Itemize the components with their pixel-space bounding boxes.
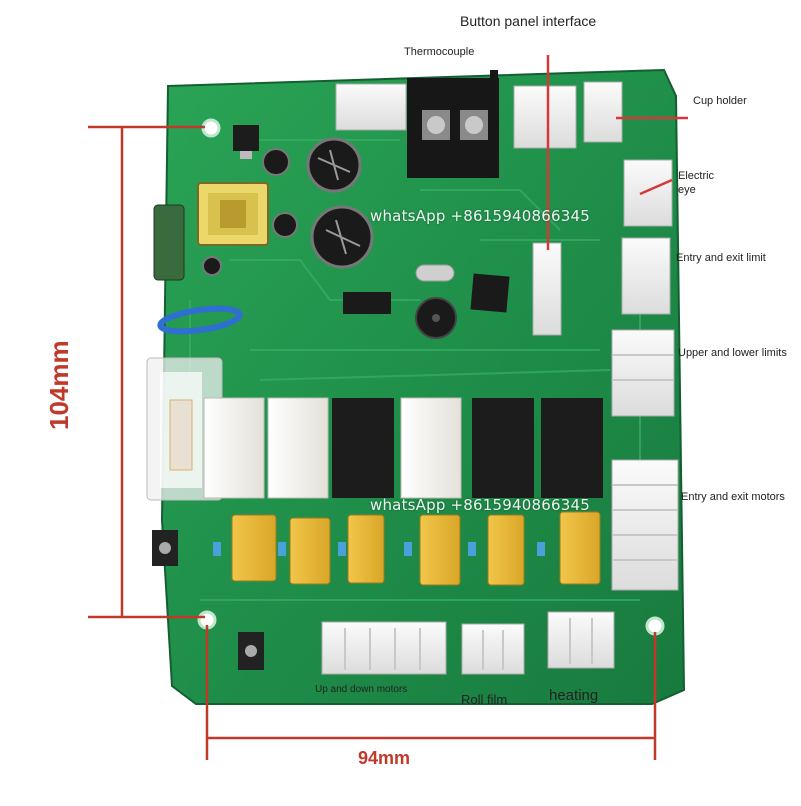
crystal xyxy=(415,264,455,282)
label-entry-exit-limit: Entry and exit limit xyxy=(676,252,766,264)
dimension-height: 104mm xyxy=(44,340,74,430)
connector-button-panel-a xyxy=(513,85,577,149)
diodes xyxy=(213,542,545,556)
mount-hole xyxy=(645,616,665,636)
ic-chip xyxy=(343,292,391,314)
connector-top-left xyxy=(335,83,407,131)
relays xyxy=(203,397,603,499)
mount-hole xyxy=(201,118,221,138)
label-button-panel: Button panel interface xyxy=(460,13,597,29)
connector-entry-exit-motors xyxy=(611,459,679,591)
fuse-holder xyxy=(146,357,223,501)
label-up-down-motors: Up and down motors xyxy=(315,684,408,695)
label-cup-holder: Cup holder xyxy=(693,95,747,107)
electrolytic-capacitors xyxy=(202,137,374,276)
label-heating: heating xyxy=(549,687,599,704)
film-capacitor xyxy=(153,204,185,281)
connector-upper-lower-limits xyxy=(611,329,675,417)
watermark-middle: whatsApp +8615940866345 xyxy=(370,496,590,514)
label-roll-film: Roll film xyxy=(461,692,508,707)
watermark-top: whatsApp +8615940866345 xyxy=(370,207,590,225)
connector-roll-film xyxy=(461,623,525,675)
connector-heating xyxy=(547,611,615,669)
pointer-lines xyxy=(546,55,688,250)
pcb-traces xyxy=(189,139,641,601)
connector-entry-exit-limit xyxy=(621,237,671,315)
dimension-width: 94mm xyxy=(358,748,411,768)
connector-button-panel xyxy=(532,242,562,336)
thermocouple-terminal xyxy=(407,70,499,178)
dimension-lines xyxy=(88,125,657,760)
label-upper-lower-limits: Upper and lower limits xyxy=(678,347,787,359)
connector-up-down-motors xyxy=(321,621,447,675)
voltage-regulator xyxy=(233,125,259,151)
disc-capacitor xyxy=(157,305,243,335)
x-capacitors xyxy=(231,511,601,586)
label-electric-eye-2: eye xyxy=(678,184,696,196)
label-electric-eye-1: Electric xyxy=(678,170,715,182)
connector-electric-eye xyxy=(623,159,673,227)
connector-cup-holder xyxy=(583,81,623,143)
label-thermocouple: Thermocouple xyxy=(404,46,475,58)
label-entry-exit-motors: Entry and exit motors xyxy=(681,491,785,503)
mcu-chip xyxy=(470,273,510,313)
